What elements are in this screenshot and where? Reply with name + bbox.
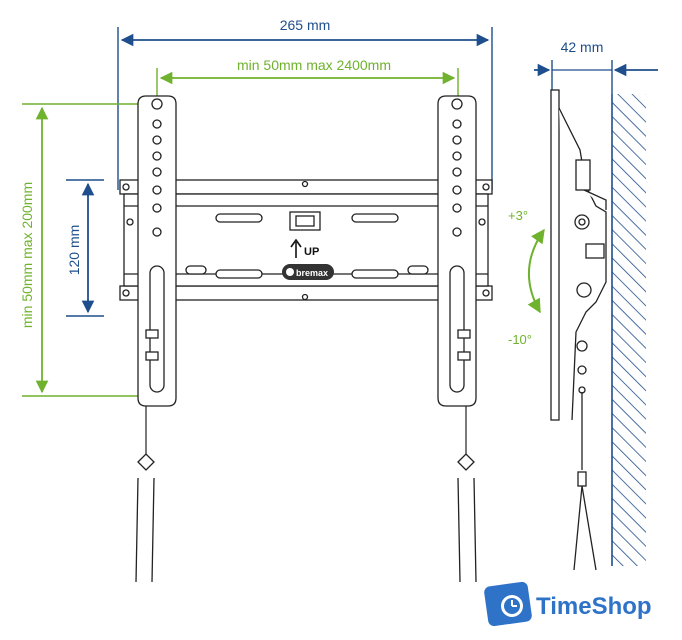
depth-label: 42 mm [561,39,604,55]
wall [612,94,646,566]
hole-spacing-vertical-label: min 50mm max 200mm [19,182,35,328]
timeshop-logo: TimeShop [484,581,652,627]
vertical-120-dimension: 120 mm [66,179,104,317]
width-dimension: 265 mm [117,17,493,190]
brand-label: bremax [296,268,328,278]
vertical-120-label: 120 mm [66,225,82,276]
up-label: UP [304,246,319,258]
right-arm [437,95,477,583]
logo-text: TimeShop [536,593,652,620]
hole-spacing-horizontal: min 50mm max 2400mm [156,57,459,102]
brand-badge: bremax [282,264,334,280]
depth-dimension: 42 mm [534,39,658,94]
tilt-indicator: +3° -10° [508,208,545,347]
tilt-up-label: +3° [508,208,528,223]
left-arm [135,95,177,583]
hole-spacing-vertical: min 50mm max 200mm [19,103,150,397]
tilt-down-label: -10° [508,332,532,347]
width-label: 265 mm [280,17,331,33]
side-profile [550,89,607,571]
up-indicator: UP [290,238,319,258]
hole-spacing-horizontal-label: min 50mm max 2400mm [237,57,391,73]
